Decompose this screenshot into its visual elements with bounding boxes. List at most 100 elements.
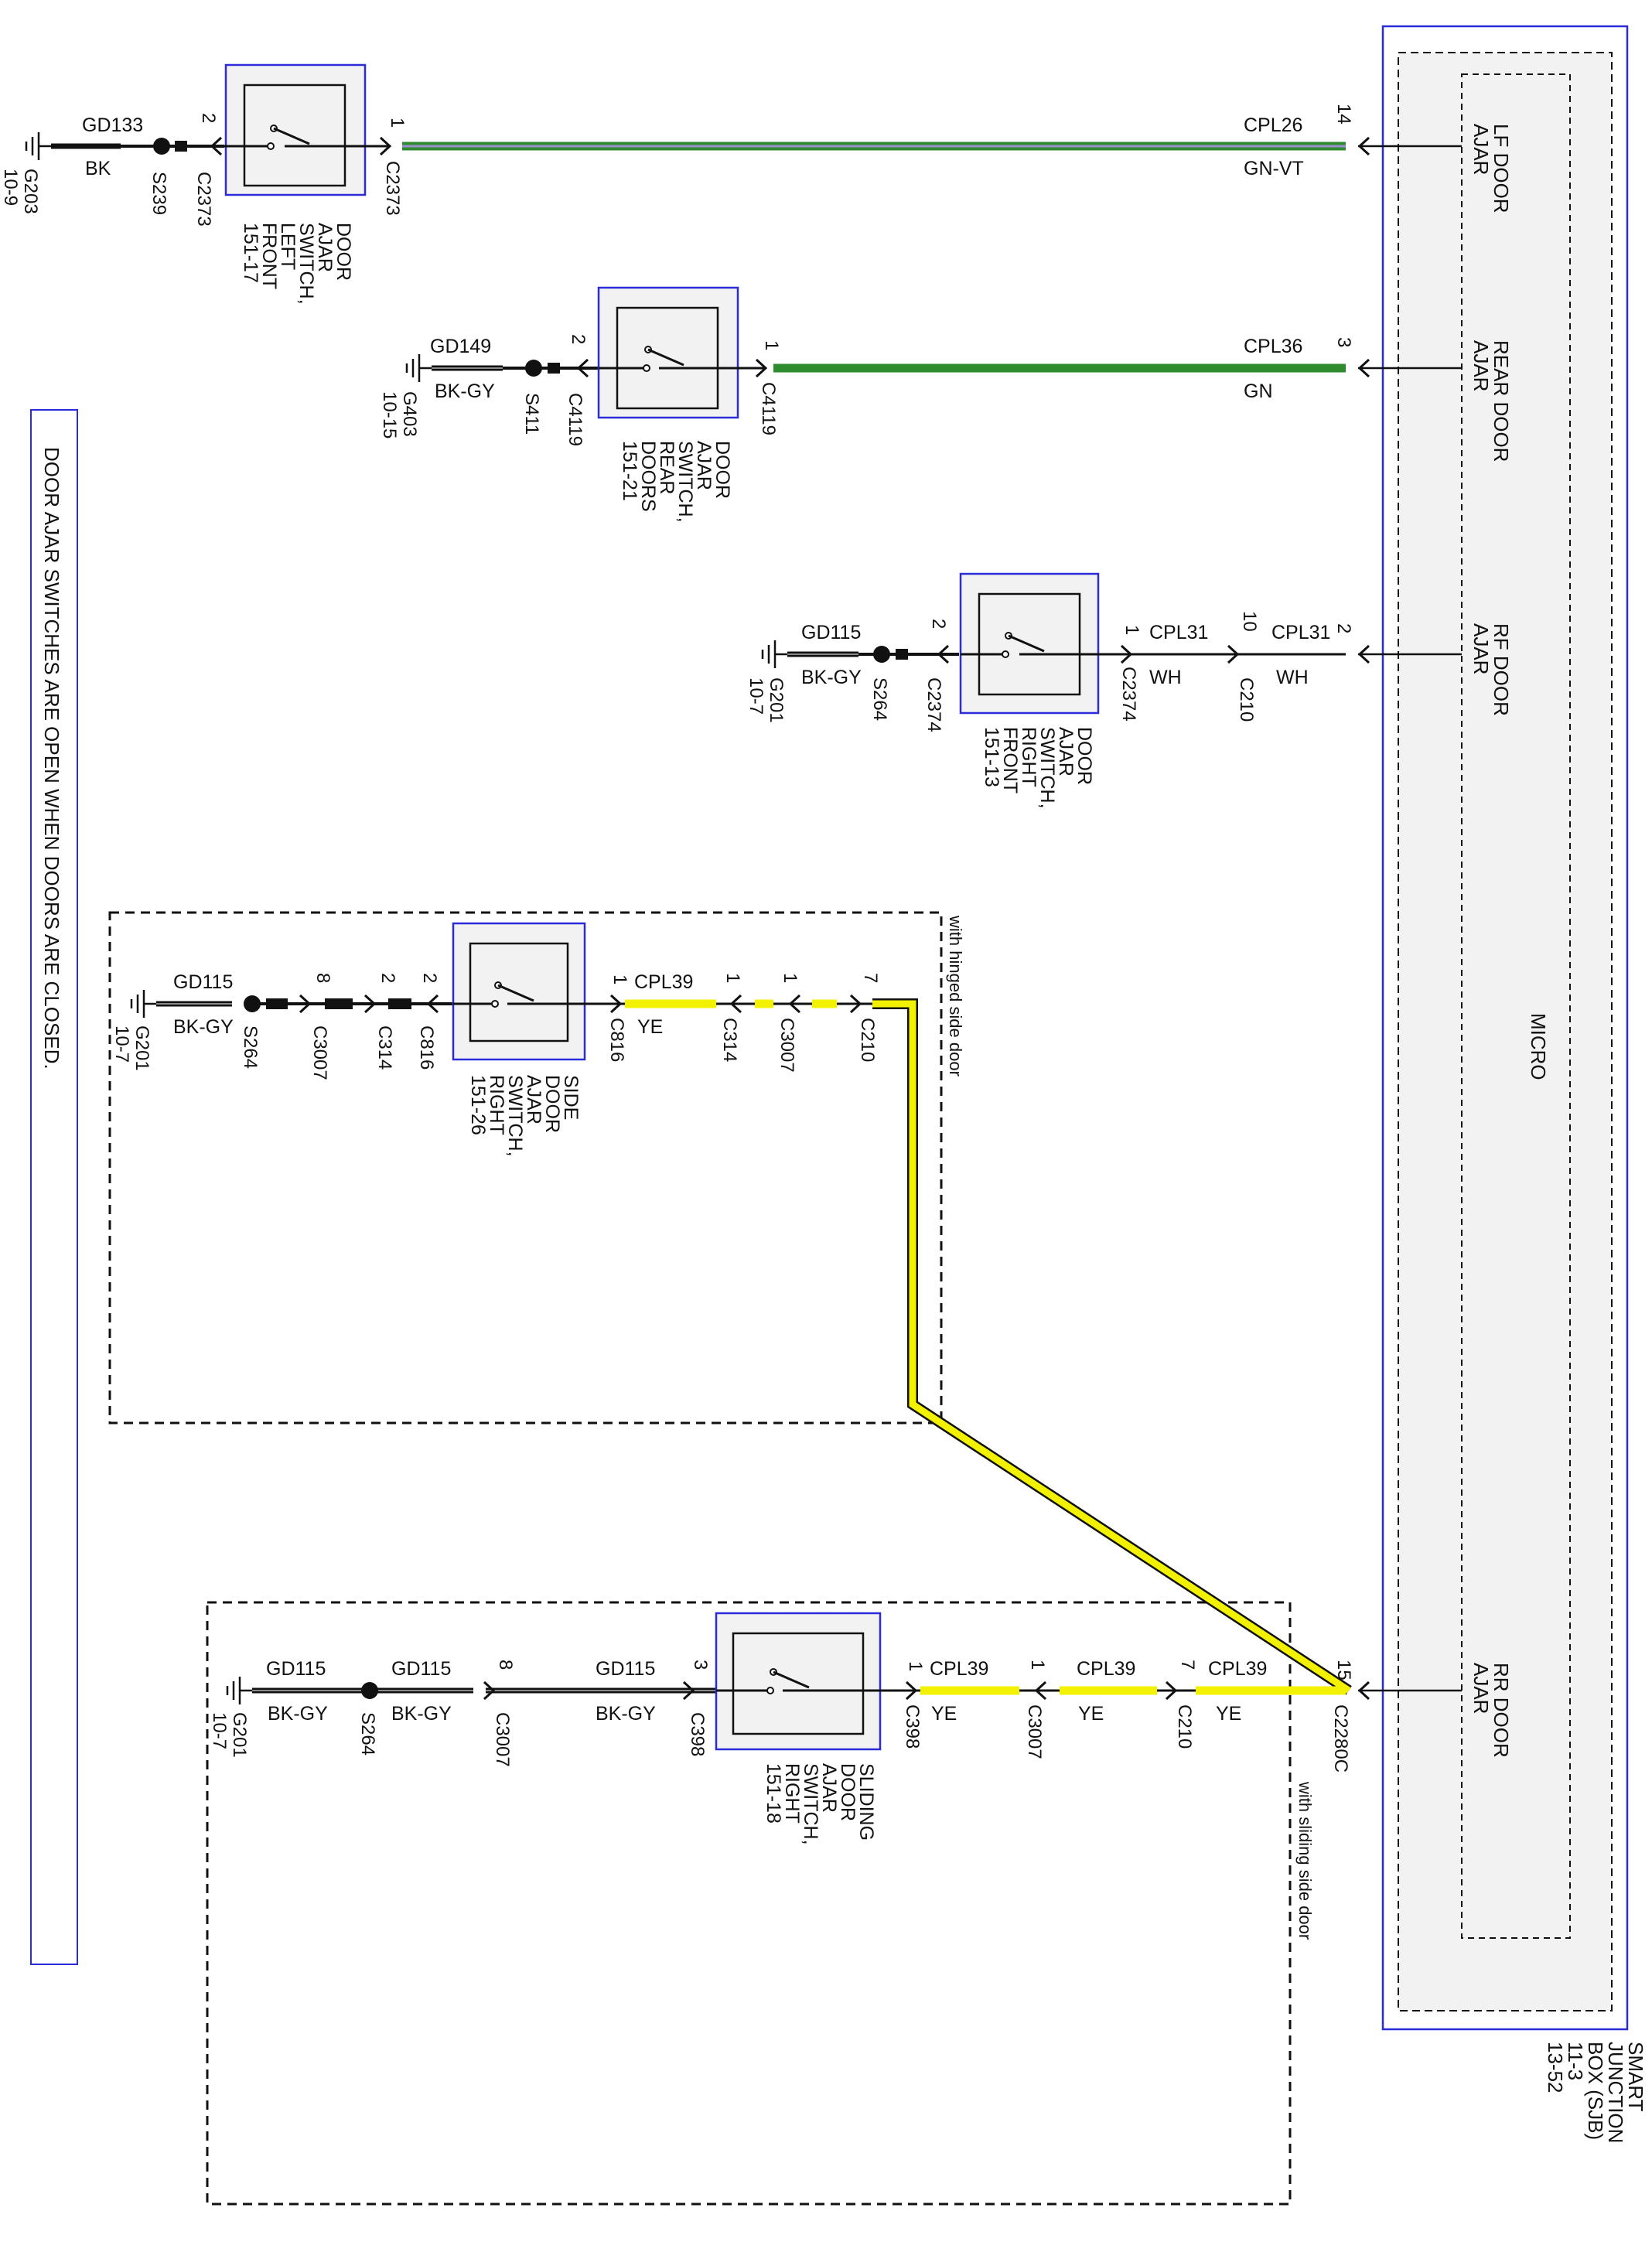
svg-text:LEFT: LEFT [277, 223, 299, 270]
svg-text:SWITCH,: SWITCH, [295, 223, 317, 305]
connector-arrow-icon [364, 994, 377, 1014]
pin-number: 1 [905, 1661, 926, 1671]
svg-text:RIGHT: RIGHT [781, 1763, 803, 1824]
svg-text:SIDE: SIDE [560, 1075, 582, 1120]
pin-number: 1 [609, 974, 630, 984]
connector-arrow-icon [788, 994, 801, 1014]
wire-circuit-label: CPL39 [1208, 1658, 1267, 1680]
wire-color-label: WH [1149, 667, 1182, 688]
svg-text:DOOR: DOOR [712, 441, 733, 499]
connector-arrow-icon [483, 1680, 496, 1701]
pin-number: 1 [780, 973, 800, 983]
pin-number: 1 [1027, 1660, 1048, 1670]
sjb-label-line: JUNCTION [1604, 2042, 1627, 2143]
pin-number: 7 [860, 973, 881, 983]
sjb-label-line: 13-52 [1544, 2042, 1567, 2093]
wire-color-label: BK-GY [173, 1016, 234, 1038]
connector-label: C2373 [193, 172, 214, 227]
connector-arrow-icon [682, 1680, 695, 1701]
connector-arrow-icon [1357, 136, 1370, 156]
pin-number: 3 [690, 1660, 711, 1670]
smart-junction-box: MICRO SMART JUNCTION BOX (SJB) 11-3 13-5… [1358, 25, 1647, 2143]
connector-label: C210 [1236, 677, 1257, 722]
connector-label: C2373 [382, 161, 403, 216]
svg-text:151-18: 151-18 [763, 1763, 784, 1824]
wire-color-label: BK-GY [268, 1703, 328, 1725]
svg-text:LF DOOR: LF DOOR [1490, 124, 1513, 213]
sjb-label-line: BOX (SJB) [1584, 2042, 1607, 2140]
wire-color-label: BK-GY [801, 667, 862, 688]
switch-contact-icon [273, 127, 310, 145]
svg-text:SWITCH,: SWITCH, [504, 1075, 526, 1157]
wire-circuit-label: GD115 [801, 622, 861, 643]
switch-label: DOOR AJAR SWITCH, RIGHT FRONT 151-13 [981, 727, 1095, 809]
sliding-option-label: with sliding side door [1295, 1781, 1315, 1940]
connector-arrow-icon [1357, 358, 1370, 378]
ground-symbol-icon [761, 640, 787, 668]
splice-label: S264 [357, 1712, 378, 1756]
splice-dot [361, 1682, 378, 1699]
connector-arrow-icon [849, 994, 862, 1014]
connector-arrow-icon [937, 644, 950, 664]
svg-text:FRONT: FRONT [258, 223, 280, 289]
wire-circuit-label: GD115 [391, 1658, 451, 1680]
ground-label: G20110-7 [746, 677, 787, 723]
connector-arrow-icon [299, 994, 312, 1014]
circuit-sliding-side-door: G20110-7 GD115 BK-GY S264 GD115 BK-GY 8 … [209, 1612, 1370, 1845]
wire-circuit-label: CPL31 [1271, 622, 1330, 643]
pin-number: 1 [387, 118, 408, 128]
connector-arrow-icon [1165, 1680, 1178, 1701]
connector-arrow-icon [1357, 1680, 1370, 1701]
wire-color-label: YE [637, 1016, 663, 1038]
hinged-option-label: with hinged side door [946, 915, 965, 1077]
connector-arrow-icon [576, 358, 589, 378]
svg-text:151-21: 151-21 [619, 441, 640, 501]
pin-number: 2 [568, 334, 589, 344]
connector-label: C3007 [492, 1712, 513, 1767]
switch-label: DOOR AJAR SWITCH, REAR DOORS 151-21 [619, 441, 733, 523]
pin-number: 1 [722, 973, 743, 983]
pin-number: 10 [1239, 611, 1260, 632]
sliding-door-option-box: with sliding side door [206, 1601, 1315, 2206]
svg-text:RIGHT: RIGHT [486, 1075, 507, 1135]
svg-text:DOOR: DOOR [837, 1763, 858, 1821]
pin-number: 2 [1333, 623, 1354, 633]
connector-label: C816 [416, 1025, 437, 1070]
wire-circuit-label: CPL31 [1149, 622, 1208, 643]
connector-label: C398 [902, 1704, 923, 1749]
switch-contact-icon [497, 984, 534, 1002]
connector-label: C2374 [1118, 667, 1139, 722]
svg-text:RR DOOR: RR DOOR [1490, 1663, 1513, 1758]
splice-label: S264 [869, 677, 890, 721]
connector-label: C210 [1174, 1704, 1195, 1749]
svg-text:AJAR: AJAR [1469, 124, 1493, 175]
sjb-input-lf-label: LF DOOR AJAR [1469, 124, 1513, 213]
ground-symbol-icon [25, 132, 51, 160]
svg-text:DOOR: DOOR [1073, 727, 1095, 785]
pin-number: 7 [1177, 1660, 1198, 1670]
svg-text:AJAR: AJAR [1469, 623, 1493, 674]
wire-color-label: YE [931, 1703, 957, 1725]
hinged-door-option-box: with hinged side door [108, 911, 965, 1425]
connector-arrow-icon [755, 358, 768, 378]
wire-color-label: BK-GY [435, 380, 495, 402]
splice-label: S264 [240, 1025, 261, 1069]
svg-text:RIGHT: RIGHT [1018, 727, 1039, 787]
pin-number: 15 [1333, 1660, 1354, 1680]
wire-circuit-label: CPL39 [1077, 1658, 1135, 1680]
wire-color-label: BK [85, 158, 111, 179]
svg-text:DOOR: DOOR [333, 223, 354, 281]
pin-number: 1 [761, 340, 782, 350]
connector-label: C3007 [309, 1025, 330, 1080]
splice-label: S239 [148, 172, 169, 215]
connector-arrow-icon [1034, 1680, 1047, 1701]
wire-circuit-label: GD149 [430, 336, 491, 357]
svg-text:RF DOOR: RF DOOR [1490, 623, 1513, 716]
switch-contact-icon [773, 1670, 810, 1689]
connector-label: C3007 [1024, 1704, 1045, 1759]
svg-text:SWITCH,: SWITCH, [674, 441, 696, 523]
connector-label: C398 [687, 1712, 708, 1756]
svg-text:151-26: 151-26 [467, 1075, 489, 1135]
wire-color-label: BK-GY [391, 1703, 452, 1725]
